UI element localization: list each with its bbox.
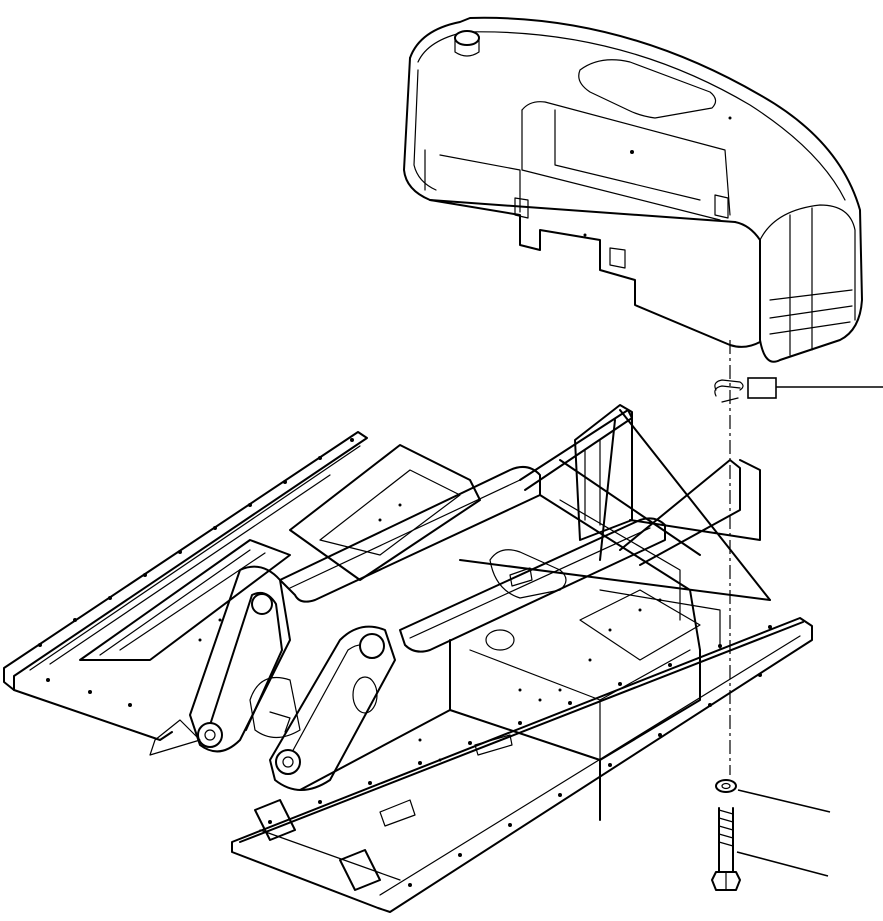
counterweight-drawing bbox=[403, 16, 863, 363]
bolt-drawing bbox=[711, 807, 741, 891]
revolving-frame-drawing bbox=[3, 404, 813, 913]
callout-bolt bbox=[736, 851, 829, 877]
shim-drawing bbox=[714, 377, 777, 403]
washer-drawing bbox=[715, 779, 737, 793]
callout-washer bbox=[737, 789, 831, 813]
